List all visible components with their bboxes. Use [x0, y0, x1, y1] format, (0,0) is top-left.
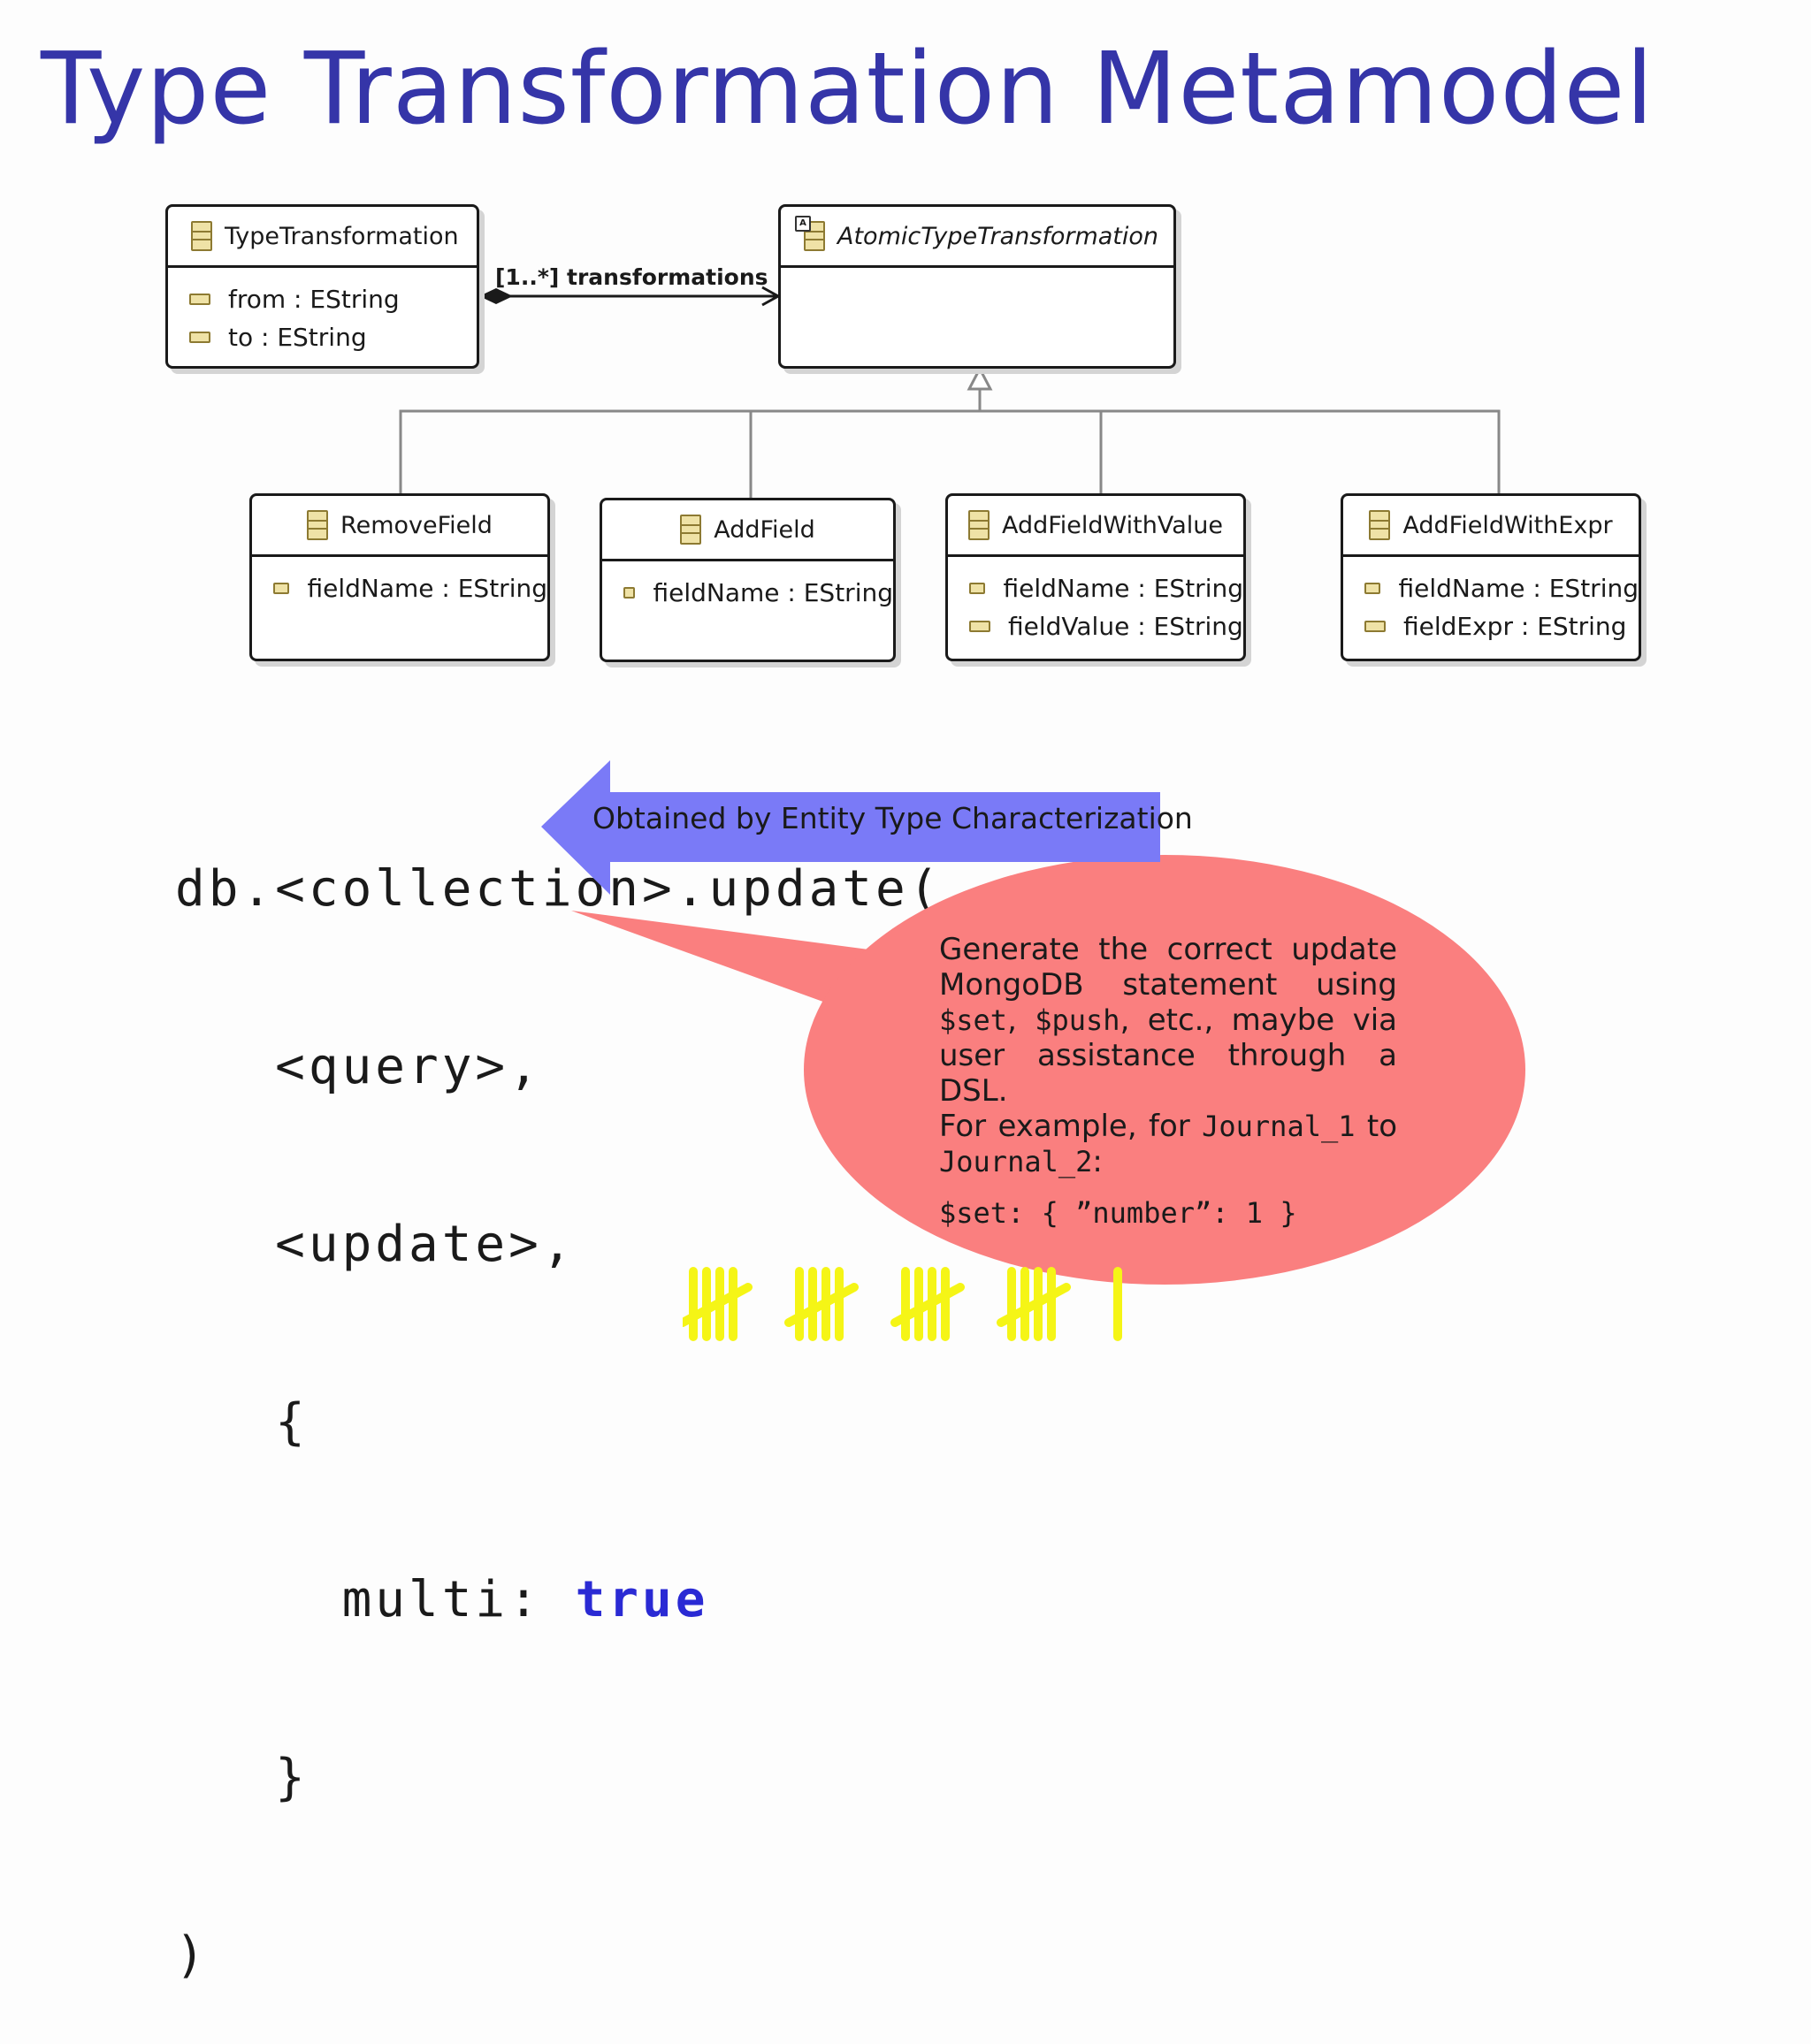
generalization-arrowhead: [967, 365, 993, 391]
class-header: RemoveField: [252, 496, 547, 557]
class-add-field[interactable]: AddField fieldName : EString: [600, 498, 896, 662]
class-header: A AtomicTypeTransformation: [781, 207, 1173, 268]
callout-text-run: ,: [1007, 1003, 1035, 1038]
code-line: ): [175, 1926, 209, 1984]
generalization-line-add-field-with-expr: [977, 409, 1501, 502]
attribute-row[interactable]: fieldName : EString: [969, 569, 1243, 607]
attribute-label: fieldName : EString: [1003, 574, 1243, 603]
code-line: multi: true: [175, 1570, 942, 1629]
attribute-row[interactable]: from : EString: [189, 280, 477, 318]
abstract-eclass-icon: A: [795, 216, 825, 251]
tally-slash: [784, 1283, 859, 1327]
code-key: multi:: [175, 1571, 576, 1628]
class-attributes: fieldName : EString fieldValue : EString: [948, 557, 1243, 645]
class-name: AddFieldWithValue: [1001, 511, 1224, 539]
class-name: TypeTransformation: [225, 222, 459, 250]
code-line: {: [175, 1393, 309, 1451]
tally-marks: [683, 1267, 1122, 1341]
callout-text: Generate the correct update MongoDB stat…: [939, 932, 1397, 1231]
eclass-icon: [967, 510, 990, 540]
attribute-row[interactable]: fieldExpr : EString: [1364, 607, 1639, 645]
callout-text-run: For example, for: [939, 1109, 1203, 1144]
eattribute-icon: [189, 294, 210, 305]
class-header: AddFieldWithExpr: [1343, 496, 1639, 557]
eclass-icon: [307, 510, 329, 540]
callout-paragraph: For example, for Journal_1 to Journal_2:: [939, 1109, 1397, 1179]
callout-text-run: Generate the correct update MongoDB stat…: [939, 932, 1397, 1003]
class-type-transformation[interactable]: TypeTransformation from : EString to : E…: [165, 204, 479, 369]
callout-code: Journal_1: [1202, 1110, 1356, 1143]
code-keyword-true: true: [575, 1571, 709, 1628]
class-atomic-type-transformation[interactable]: A AtomicTypeTransformation: [778, 204, 1176, 369]
eattribute-icon: [273, 583, 290, 594]
callout-example-code: $set: { ”number”: 1 }: [939, 1196, 1297, 1230]
tally-slash: [997, 1283, 1071, 1327]
callout-ellipse: [804, 855, 1525, 1285]
class-add-field-with-value[interactable]: AddFieldWithValue fieldName : EString fi…: [945, 493, 1246, 661]
diagram-connectors: [1..*] transformations: [399, 264, 1501, 506]
attribute-label: fieldName : EString: [307, 574, 547, 603]
class-header: AddField: [602, 500, 893, 561]
slide-title: Type Transformation Metamodel: [41, 32, 1654, 147]
callout-code: $set: [939, 1003, 1008, 1037]
attribute-row[interactable]: fieldName : EString: [1364, 569, 1639, 607]
blue-arrow-shape: [541, 760, 1160, 895]
attribute-label: fieldName : EString: [653, 578, 893, 607]
association-label: [1..*] transformations: [495, 264, 768, 290]
eclass-icon: [191, 221, 212, 251]
eclass-icon: [1369, 510, 1391, 540]
class-attributes: fieldName : EString fieldExpr : EString: [1343, 557, 1639, 645]
class-name: AtomicTypeTransformation: [837, 222, 1159, 250]
class-remove-field[interactable]: RemoveField fieldName : EString: [249, 493, 550, 661]
callout-paragraph: Generate the correct update MongoDB stat…: [939, 932, 1397, 1109]
class-name: RemoveField: [340, 511, 493, 539]
class-name: AddField: [714, 515, 815, 544]
tally-slash: [890, 1283, 965, 1327]
attribute-row[interactable]: fieldName : EString: [273, 569, 547, 607]
tally-slash: [683, 1283, 753, 1327]
code-line: <update>,: [175, 1216, 576, 1273]
class-attributes: from : EString to : EString: [168, 268, 477, 356]
class-attributes: fieldName : EString: [252, 557, 547, 607]
eattribute-icon: [623, 587, 636, 599]
composition-diamond: [479, 288, 513, 304]
callout-code: $push: [1035, 1003, 1120, 1037]
class-attributes: fieldName : EString: [602, 561, 893, 612]
attribute-row[interactable]: to : EString: [189, 318, 477, 356]
callout-bubble: [571, 855, 1525, 1285]
eattribute-icon: [189, 332, 210, 343]
class-header: TypeTransformation: [168, 207, 477, 268]
attribute-row[interactable]: fieldName : EString: [623, 574, 893, 612]
eattribute-icon: [1364, 621, 1386, 632]
class-add-field-with-expr[interactable]: AddFieldWithExpr fieldName : EString fie…: [1341, 493, 1641, 661]
blue-arrow: [541, 760, 1160, 895]
callout-pointer: [571, 911, 875, 1008]
eclass-icon: [680, 515, 702, 545]
blue-arrow-label: Obtained by Entity Type Characterization: [592, 801, 1193, 835]
callout-code: Journal_2: [939, 1145, 1093, 1178]
attribute-label: fieldValue : EString: [1008, 612, 1243, 641]
class-header: AddFieldWithValue: [948, 496, 1243, 557]
code-line: db.<collection>.update(: [175, 860, 943, 918]
attribute-label: to : EString: [228, 323, 367, 352]
eattribute-icon: [969, 621, 990, 632]
attribute-label: from : EString: [228, 285, 400, 314]
attribute-label: fieldName : EString: [1398, 574, 1639, 603]
generalization-line-remove-field: [399, 409, 977, 502]
attribute-row[interactable]: fieldValue : EString: [969, 607, 1243, 645]
callout-text-run: , etc., maybe via user assistance throug…: [939, 1003, 1397, 1109]
class-name: AddFieldWithExpr: [1402, 511, 1613, 539]
code-line: <query>,: [175, 1038, 542, 1095]
callout-text-run: to: [1355, 1109, 1397, 1144]
code-line: }: [175, 1749, 309, 1806]
eattribute-icon: [1364, 583, 1381, 594]
attribute-label: fieldExpr : EString: [1403, 612, 1627, 641]
callout-text-run: :: [1092, 1144, 1103, 1179]
eattribute-icon: [969, 583, 986, 594]
